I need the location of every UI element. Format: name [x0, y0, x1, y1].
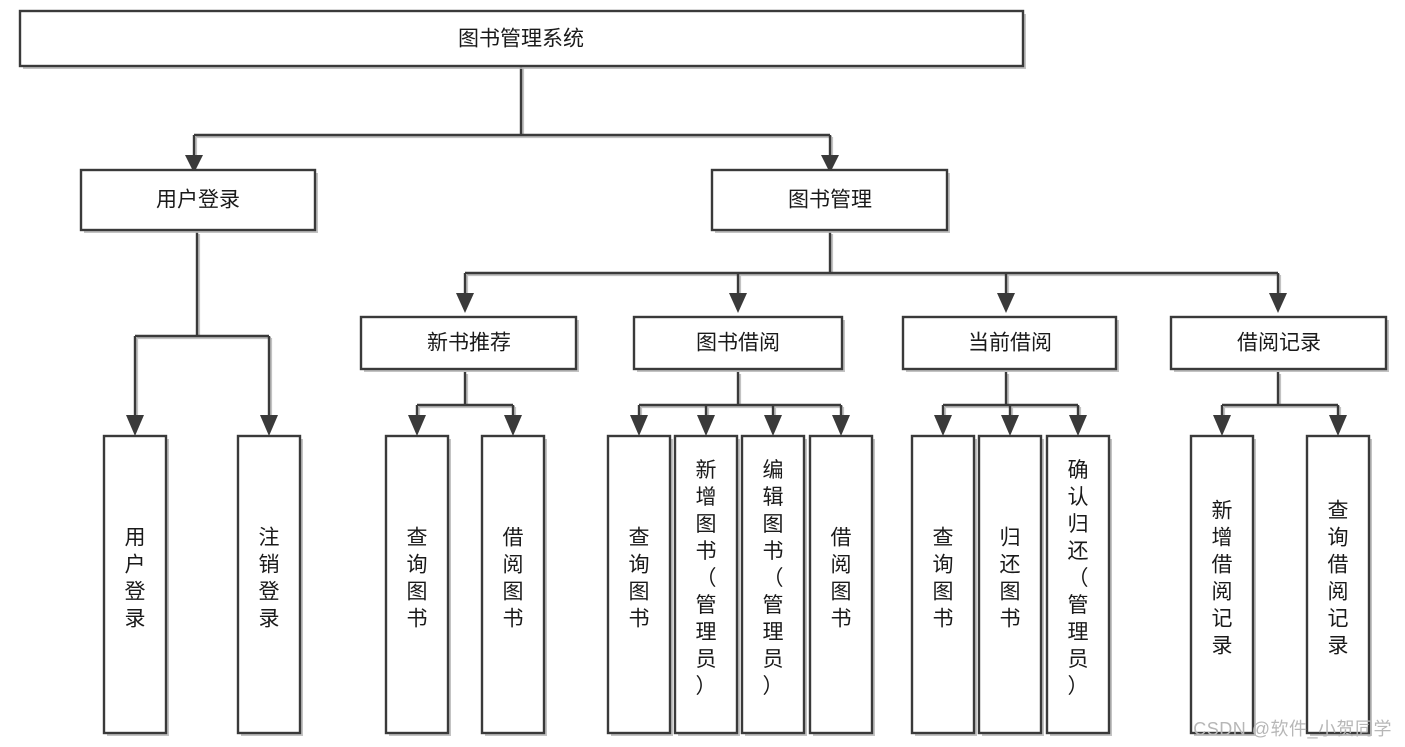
arrow-head-leaf-query-record	[1329, 415, 1347, 436]
node-user-login-label: 用户登录	[156, 189, 240, 212]
arrow-head-leaf-borrow-book-2	[832, 415, 850, 436]
node-leaf-query-book-3-label: 查询图书	[933, 527, 954, 631]
node-leaf-return-book-label: 归还图书	[1000, 527, 1021, 631]
node-book-manage[interactable]: 图书管理	[710, 168, 950, 233]
node-leaf-add-book-label: 新增图书（管理员）	[696, 459, 717, 698]
node-book-borrow-label: 图书借阅	[696, 332, 780, 355]
node-current-borrow-label: 当前借阅	[968, 332, 1052, 355]
arrow-head-leaf-confirm-return	[1069, 415, 1087, 436]
node-borrow-record-label: 借阅记录	[1237, 332, 1321, 355]
connector-new-book-recommend-to-leaves	[408, 372, 522, 436]
connector-user-login-to-leaves	[126, 232, 278, 436]
node-leaf-borrow-book-1-label: 借阅图书	[503, 527, 524, 631]
node-leaf-query-record-label: 查询借阅记录	[1328, 500, 1349, 658]
node-leaf-user-login[interactable]: 用户登录	[102, 434, 169, 736]
arrow-head-borrow-record	[1269, 293, 1287, 313]
node-leaf-user-logout[interactable]: 注销登录	[236, 434, 303, 736]
node-leaf-query-book-2[interactable]: 查询图书	[606, 434, 673, 736]
arrow-head-new-book-recommend	[456, 293, 474, 313]
connector-book-manage-to-level3	[456, 232, 1287, 313]
node-leaf-query-book-2-label: 查询图书	[629, 527, 650, 631]
node-leaf-edit-book-label: 编辑图书（管理员）	[763, 459, 784, 698]
node-root-label: 图书管理系统	[458, 28, 584, 51]
connector-root-to-level2	[185, 66, 839, 173]
arrow-head-leaf-user-login	[126, 415, 144, 436]
arrow-head-leaf-edit-book	[764, 415, 782, 436]
node-leaf-user-login-label: 用户登录	[125, 527, 146, 631]
node-leaf-borrow-book-1[interactable]: 借阅图书	[480, 434, 547, 736]
arrow-head-current-borrow	[997, 293, 1015, 313]
arrow-head-user-login	[185, 155, 203, 173]
node-current-borrow[interactable]: 当前借阅	[901, 315, 1119, 372]
node-leaf-add-record[interactable]: 新增借阅记录	[1189, 434, 1256, 736]
node-leaf-query-book-3[interactable]: 查询图书	[910, 434, 977, 736]
node-leaf-borrow-book-2-label: 借阅图书	[831, 527, 852, 631]
node-book-borrow[interactable]: 图书借阅	[632, 315, 845, 372]
node-leaf-borrow-book-2[interactable]: 借阅图书	[808, 434, 875, 736]
connector-book-borrow-to-leaves	[630, 372, 850, 436]
arrow-head-leaf-query-book-1	[408, 415, 426, 436]
node-leaf-query-record[interactable]: 查询借阅记录	[1305, 434, 1372, 736]
node-borrow-record[interactable]: 借阅记录	[1169, 315, 1389, 372]
node-leaf-add-record-label: 新增借阅记录	[1212, 500, 1233, 658]
node-leaf-query-book-1[interactable]: 查询图书	[384, 434, 451, 736]
node-user-login[interactable]: 用户登录	[79, 168, 318, 233]
node-leaf-edit-book[interactable]: 编辑图书（管理员）	[740, 434, 807, 736]
node-book-manage-label: 图书管理	[788, 189, 872, 212]
node-leaf-confirm-return[interactable]: 确认归还（管理员）	[1045, 434, 1112, 736]
arrow-head-leaf-user-logout	[260, 415, 278, 436]
node-leaf-add-book[interactable]: 新增图书（管理员）	[673, 434, 740, 736]
connector-borrow-record-to-leaves	[1213, 372, 1347, 436]
arrow-head-leaf-query-book-3	[934, 415, 952, 436]
node-leaf-query-book-1-label: 查询图书	[407, 527, 428, 631]
connector-current-borrow-to-leaves	[934, 372, 1087, 436]
arrow-head-leaf-add-record	[1213, 415, 1231, 436]
arrow-head-leaf-query-book-2	[630, 415, 648, 436]
arrow-head-leaf-borrow-book-1	[504, 415, 522, 436]
node-leaf-return-book[interactable]: 归还图书	[977, 434, 1044, 736]
leaf-layer: 用户登录 注销登录 查询图书 借阅图书 查询图书	[102, 434, 1372, 736]
arrow-head-book-manage	[821, 155, 839, 173]
node-leaf-user-logout-label: 注销登录	[259, 527, 280, 631]
arrow-head-book-borrow	[729, 293, 747, 313]
node-new-book-recommend[interactable]: 新书推荐	[359, 315, 579, 372]
node-new-book-recommend-label: 新书推荐	[427, 332, 511, 355]
node-leaf-confirm-return-label: 确认归还（管理员）	[1068, 459, 1089, 698]
arrow-head-leaf-return-book	[1001, 415, 1019, 436]
connector-layer	[126, 66, 1347, 436]
node-root[interactable]: 图书管理系统	[18, 9, 1026, 69]
arrow-head-leaf-add-book	[697, 415, 715, 436]
